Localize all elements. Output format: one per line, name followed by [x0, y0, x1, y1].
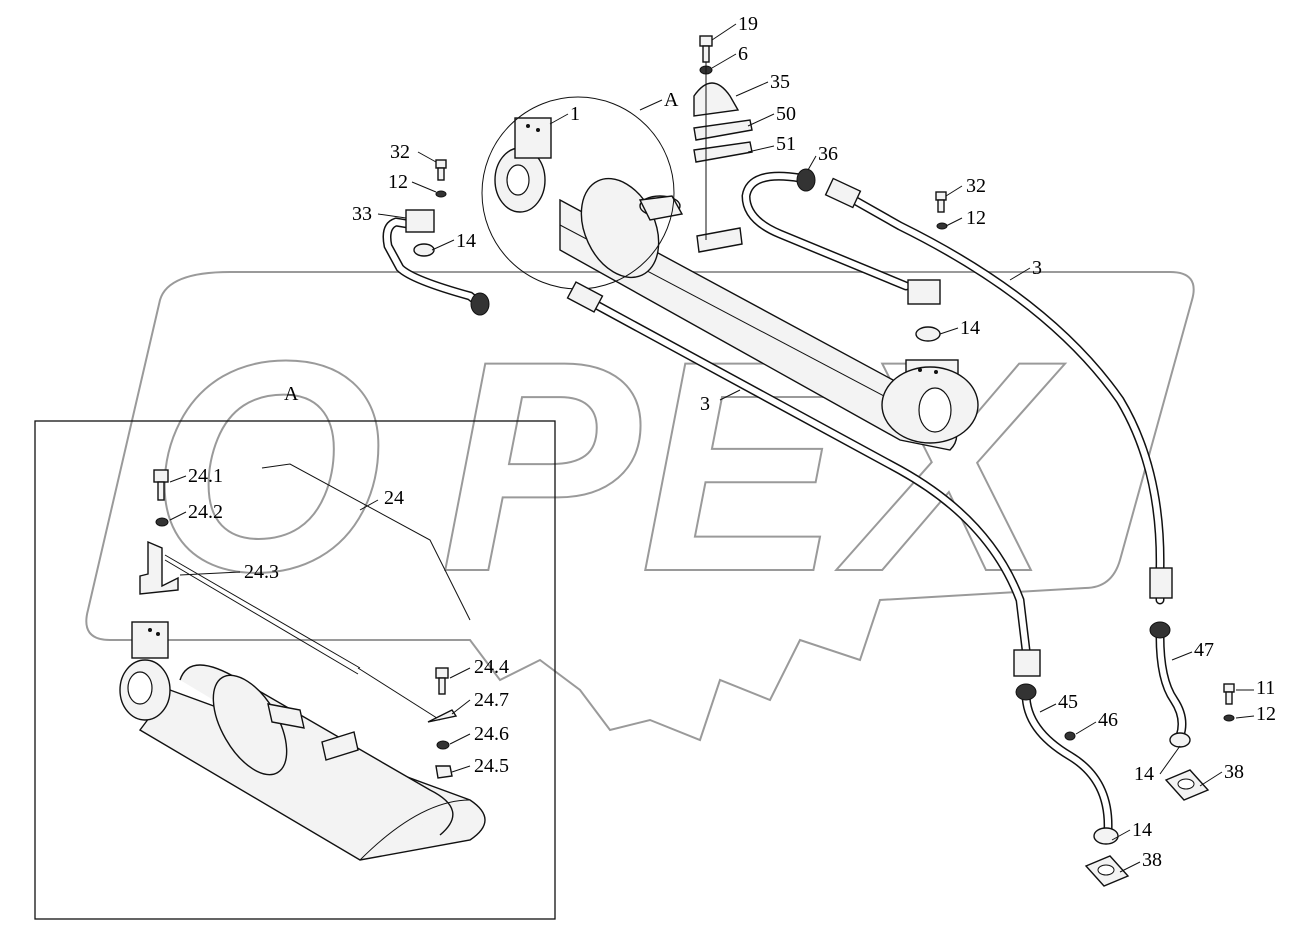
detail-pin-24-7 [427, 709, 458, 723]
watermark-letter-x: X [836, 298, 1066, 634]
detail-label: A [284, 383, 299, 405]
callout-24-1: 24.1 [188, 465, 223, 487]
callout-24-6: 24.6 [474, 723, 509, 745]
detail-nut-24-5 [435, 765, 453, 779]
main-leaders [377, 23, 1255, 873]
callout-24-7: 24.7 [474, 689, 509, 711]
callout-32-right: 32 [966, 175, 986, 197]
callout-19: 19 [738, 13, 758, 35]
callout-46: 46 [1098, 709, 1118, 731]
callout-35: 35 [770, 71, 790, 93]
callout-47: 47 [1194, 639, 1214, 661]
callout-24-3: 24.3 [244, 561, 279, 583]
detail-view-a: A [34, 383, 556, 920]
callout-50: 50 [776, 103, 796, 125]
callout-33: 33 [352, 203, 372, 225]
watermark-letter-p: P [440, 298, 642, 634]
washer-icon [155, 517, 169, 527]
detail-washer-24-6 [436, 740, 450, 750]
callout-14-left: 14 [456, 230, 476, 252]
main-callouts: 19 6 35 50 51 1 A 36 32 12 33 14 32 12 3… [352, 13, 1276, 871]
detail-frame [34, 420, 556, 920]
detail-bolt-24-4 [435, 667, 449, 695]
watermark-gear-outline [85, 271, 1195, 742]
callout-3-right: 3 [1032, 257, 1042, 279]
callout-36: 36 [818, 143, 838, 165]
bolt-icon [153, 469, 169, 501]
fasteners-right [435, 159, 1235, 741]
callout-24: 24 [384, 487, 404, 509]
watermark: O P E X [85, 271, 1195, 742]
callout-45: 45 [1058, 691, 1078, 713]
detail-cylinder [119, 621, 486, 861]
clamp-icon [693, 35, 753, 253]
callout-14-mid: 14 [960, 317, 980, 339]
callout-14-bottom: 14 [1132, 819, 1152, 841]
callout-12-far: 12 [1256, 703, 1276, 725]
flange-icon [1084, 769, 1210, 887]
callout-1: 1 [570, 103, 580, 125]
callout-32-left: 32 [390, 141, 410, 163]
callout-38-bottom: 38 [1142, 849, 1162, 871]
callout-11: 11 [1256, 677, 1275, 699]
callout-12-right: 12 [966, 207, 986, 229]
main-cylinder [494, 117, 979, 451]
callout-51: 51 [776, 133, 796, 155]
callout-38-right: 38 [1224, 761, 1244, 783]
watermark-letter-o: O [150, 298, 383, 634]
callout-24-4: 24.4 [474, 656, 509, 678]
callout-24-5: 24.5 [474, 755, 509, 777]
callout-24-2: 24.2 [188, 501, 223, 523]
callout-14-lower-right: 14 [1134, 763, 1154, 785]
callout-a: A [664, 89, 679, 111]
callout-12-left: 12 [388, 171, 408, 193]
callout-6: 6 [738, 43, 748, 65]
callout-3-left: 3 [700, 393, 710, 415]
